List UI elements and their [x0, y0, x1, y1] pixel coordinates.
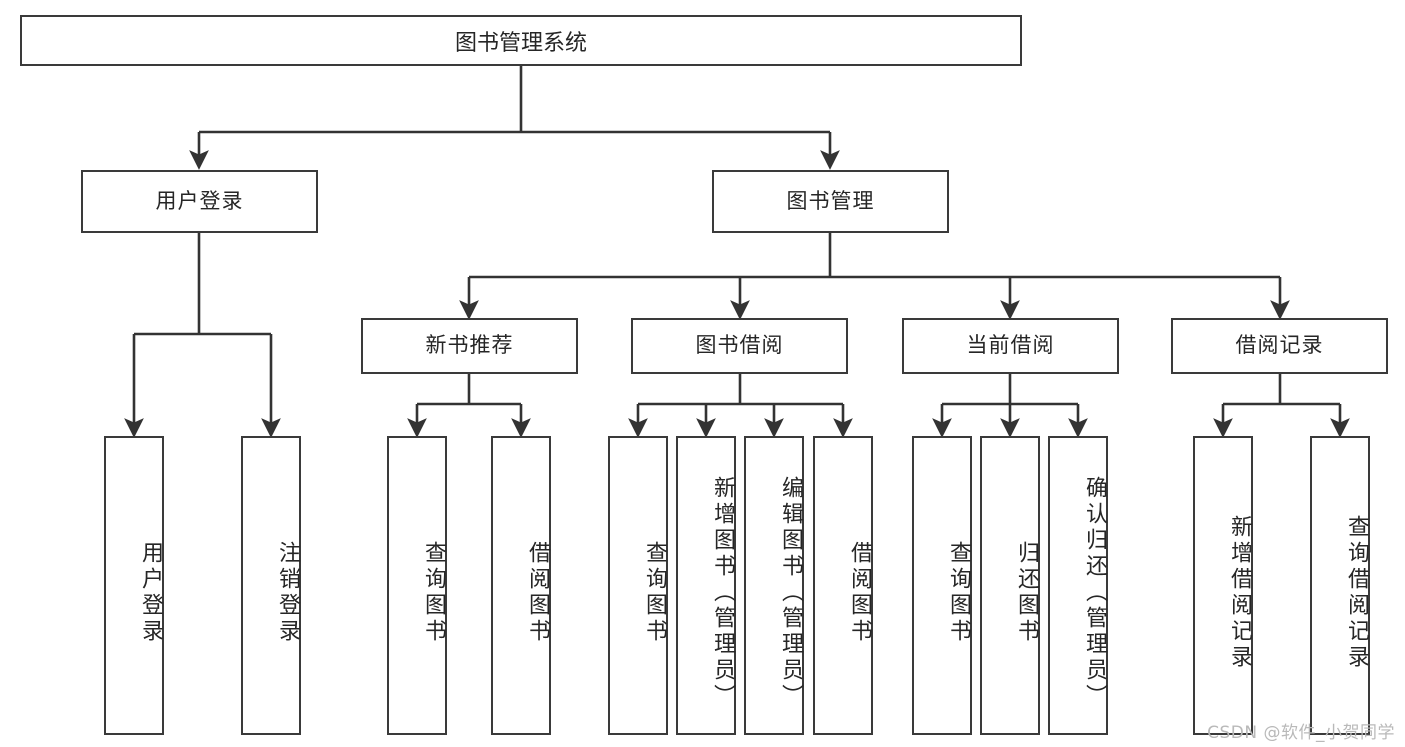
node-user-login[interactable]: 用户登录 [81, 170, 318, 233]
node-leaf-confirm-return-admin[interactable]: 确认归还（管理员） [1048, 436, 1108, 735]
node-leaf-query-book-2-label: 查询图书 [642, 540, 667, 645]
node-current-borrow[interactable]: 当前借阅 [902, 318, 1119, 374]
node-leaf-query-book-1-label: 查询图书 [421, 540, 446, 645]
node-user-login-label: 用户登录 [155, 188, 244, 213]
node-book-borrow-label: 图书借阅 [695, 333, 784, 358]
node-borrow-record[interactable]: 借阅记录 [1171, 318, 1388, 374]
node-leaf-add-borrow-record[interactable]: 新增借阅记录 [1193, 436, 1253, 735]
node-leaf-edit-book-admin[interactable]: 编辑图书（管理员） [744, 436, 804, 735]
node-new-book-recommend-label: 新书推荐 [425, 333, 514, 358]
node-leaf-logout-label: 注销登录 [275, 540, 300, 645]
node-leaf-query-book-2[interactable]: 查询图书 [608, 436, 668, 735]
node-leaf-borrow-book-1[interactable]: 借阅图书 [491, 436, 551, 735]
node-leaf-edit-book-admin-label: 编辑图书（管理员） [778, 475, 803, 710]
node-leaf-query-book-3[interactable]: 查询图书 [912, 436, 972, 735]
node-leaf-user-login-label: 用户登录 [138, 540, 163, 645]
node-leaf-return-book[interactable]: 归还图书 [980, 436, 1040, 735]
node-leaf-borrow-book-1-label: 借阅图书 [525, 540, 550, 645]
node-leaf-add-borrow-record-label: 新增借阅记录 [1227, 514, 1252, 671]
node-leaf-query-book-1[interactable]: 查询图书 [387, 436, 447, 735]
node-leaf-borrow-book-2[interactable]: 借阅图书 [813, 436, 873, 735]
node-leaf-query-borrow-record[interactable]: 查询借阅记录 [1310, 436, 1370, 735]
node-leaf-return-book-label: 归还图书 [1014, 540, 1039, 645]
node-leaf-confirm-return-admin-label: 确认归还（管理员） [1082, 475, 1107, 710]
node-leaf-borrow-book-2-label: 借阅图书 [847, 540, 872, 645]
node-new-book-recommend[interactable]: 新书推荐 [361, 318, 578, 374]
node-book-manage[interactable]: 图书管理 [712, 170, 949, 233]
node-leaf-add-book-admin[interactable]: 新增图书（管理员） [676, 436, 736, 735]
node-root[interactable]: 图书管理系统 [20, 15, 1022, 66]
node-leaf-logout[interactable]: 注销登录 [241, 436, 301, 735]
node-leaf-user-login[interactable]: 用户登录 [104, 436, 164, 735]
node-leaf-add-book-admin-label: 新增图书（管理员） [710, 475, 735, 710]
node-leaf-query-book-3-label: 查询图书 [946, 540, 971, 645]
node-leaf-query-borrow-record-label: 查询借阅记录 [1344, 514, 1369, 671]
node-root-label: 图书管理系统 [454, 30, 587, 56]
csdn-watermark: CSDN @软件_小贺同学 [1207, 723, 1395, 743]
node-book-manage-label: 图书管理 [786, 188, 875, 213]
node-current-borrow-label: 当前借阅 [966, 333, 1055, 358]
node-book-borrow[interactable]: 图书借阅 [631, 318, 848, 374]
node-borrow-record-label: 借阅记录 [1235, 333, 1324, 358]
